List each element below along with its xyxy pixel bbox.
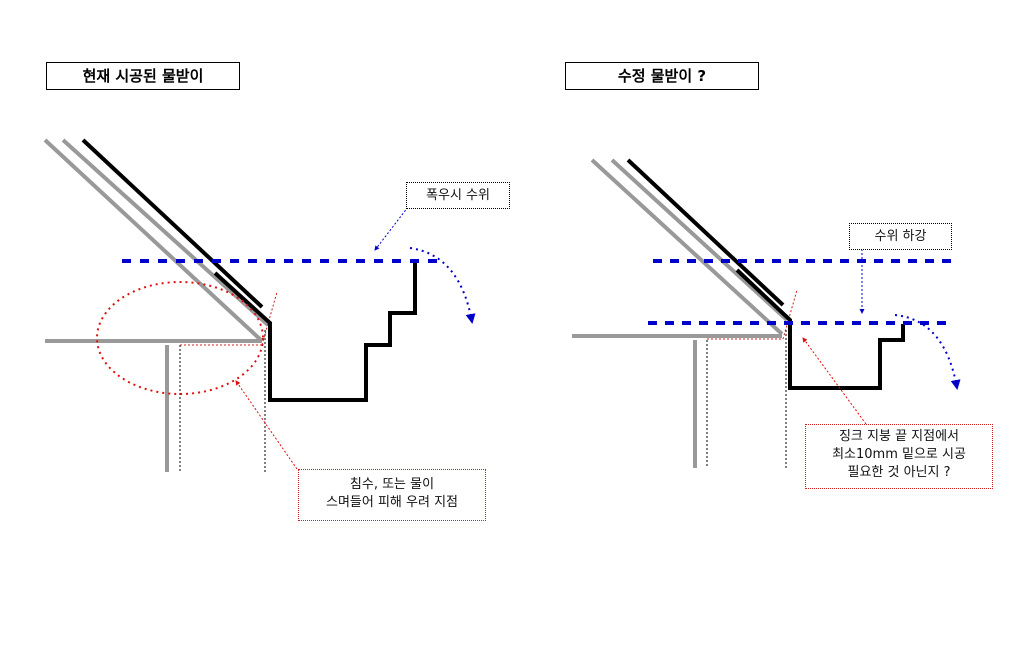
left-title: 현재 시공된 물받이	[46, 62, 240, 90]
water-drop-label: 수위 하강	[849, 223, 952, 250]
note-line-2: 최소10mm 밑으로 시공	[832, 447, 966, 462]
red-dotted-line	[782, 289, 798, 340]
roof-zinc-line	[81, 138, 264, 309]
warning-ellipse	[96, 281, 264, 395]
roof-gray-line	[43, 138, 264, 343]
warning-line-2: 스며들어 피해 우려 지점	[326, 495, 458, 510]
warning-line-1: 침수, 또는 물이	[349, 477, 435, 492]
right-title: 수정 물받이 ?	[565, 62, 759, 90]
roof-gray-line	[590, 158, 784, 336]
left-diagram	[43, 138, 476, 472]
right-diagram	[572, 158, 961, 468]
overflow-arrow	[409, 247, 476, 324]
gutter	[735, 268, 905, 390]
gutter	[213, 262, 417, 402]
note-label: 징크 지붕 끝 지점에서 최소10mm 밑으로 시공 필요한 것 아닌지 ?	[805, 424, 993, 489]
red-dotted-line	[261, 291, 278, 346]
warning-arrow	[235, 380, 298, 470]
roof-zinc-line	[626, 158, 785, 307]
roof-gray-line	[61, 138, 270, 327]
roof-gray-line	[610, 158, 789, 322]
water-level-label: 폭우시 수위	[406, 182, 510, 209]
note-line-1: 징크 지붕 끝 지점에서	[838, 429, 960, 444]
note-arrow	[802, 337, 867, 425]
note-line-3: 필요한 것 아닌지 ?	[847, 465, 951, 480]
warning-label: 침수, 또는 물이 스며들어 피해 우려 지점	[298, 469, 486, 521]
water-level-arrow	[374, 206, 409, 251]
